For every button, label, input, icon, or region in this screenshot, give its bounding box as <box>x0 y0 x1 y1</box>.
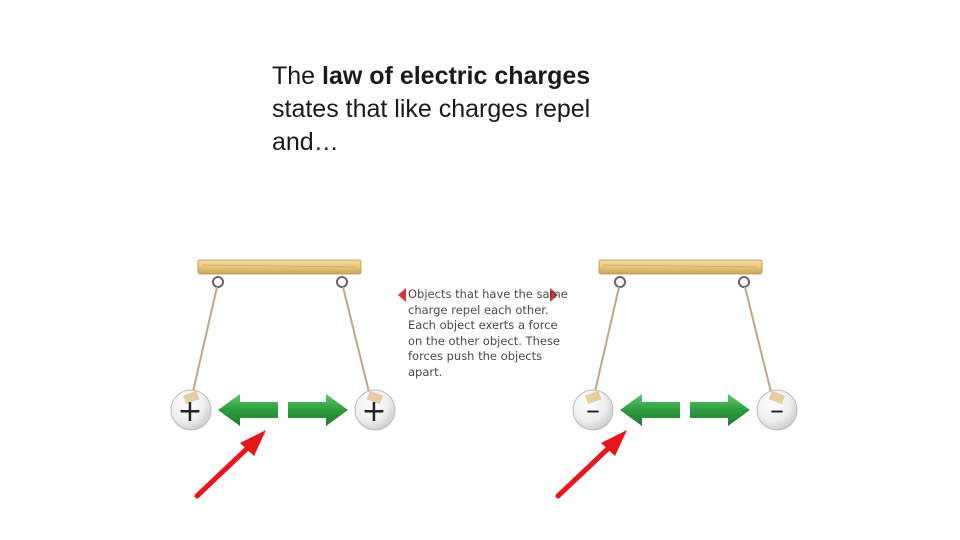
right-apparatus: – – <box>572 259 798 431</box>
left-apparatus: + + <box>170 259 396 431</box>
charged-ball-right-b <box>756 389 798 431</box>
hook-icon <box>738 276 750 288</box>
text-line-2: states that like charges repel <box>272 95 591 123</box>
charge-sign-left-a: + <box>177 394 202 429</box>
caption-marker-left-icon <box>398 288 406 302</box>
text-bold: law of electric charges <box>322 62 591 90</box>
force-arrow-right-icon <box>288 394 348 426</box>
red-pointer-arrow-icon <box>555 430 627 499</box>
string-left-a <box>191 286 218 397</box>
text-line-3: and… <box>272 128 339 156</box>
slide-text: The law of electric charges states that … <box>272 60 692 159</box>
hook-icon <box>212 276 224 288</box>
charge-sign-right-b: – <box>770 393 784 426</box>
diagram-caption: Objects that have the same charge repel … <box>408 287 568 379</box>
charged-ball-right-a <box>572 389 614 431</box>
charge-sign-left-b: + <box>361 394 386 429</box>
charged-ball-left-b <box>354 389 396 431</box>
string-left-b <box>342 286 371 397</box>
text-prefix: The <box>272 62 323 90</box>
string-right-a <box>593 286 620 397</box>
wooden-bar-right <box>598 259 763 275</box>
hook-icon <box>336 276 348 288</box>
wooden-bar-left <box>197 259 362 275</box>
charge-sign-right-a: – <box>586 393 600 426</box>
force-arrow-left-icon <box>620 394 680 426</box>
hook-icon <box>614 276 626 288</box>
caption-marker-right-icon <box>550 288 558 302</box>
force-arrow-right-icon <box>690 394 750 426</box>
charged-ball-left-a <box>170 389 212 431</box>
string-right-b <box>744 286 773 397</box>
force-arrow-left-icon <box>218 394 278 426</box>
red-pointer-arrow-icon <box>194 430 266 499</box>
